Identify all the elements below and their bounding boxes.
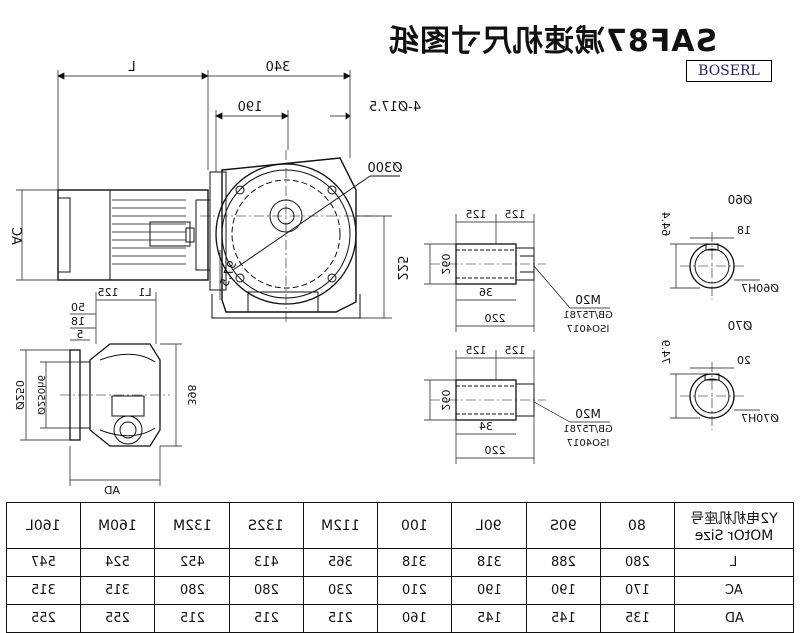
table-cell: 145 <box>525 604 601 633</box>
row-label-AC: AC <box>674 576 794 605</box>
shaft-lower-thread: M20 <box>575 407 601 421</box>
table-cell: 315 <box>80 576 156 605</box>
shaft-lower-34: 34 <box>479 420 493 433</box>
table-cell: 452 <box>154 548 230 577</box>
col-header-112M: 112M <box>302 502 379 549</box>
table-cell: 160 <box>377 604 453 633</box>
dim-190: 190 <box>238 100 263 115</box>
table-row-AD: 255 255 215 215 215 160 145 145 135 AD <box>5 604 794 633</box>
bore70-74-9: 74.9 <box>659 340 672 365</box>
main-view <box>57 150 400 325</box>
table-cell: 318 <box>377 548 453 577</box>
dim-225: 225 <box>394 256 409 281</box>
row-header-label: Y2电机机座号 MOtOr Size <box>674 502 794 549</box>
shaft-lower-std1: GB/T5781 <box>563 424 613 435</box>
shaft-upper-125b: 125 <box>505 208 526 221</box>
table-cell: 170 <box>599 576 676 605</box>
table-cell: 255 <box>5 604 82 633</box>
dim-125-side: 125 <box>98 286 119 299</box>
dim-398: 398 <box>185 385 198 406</box>
dim-5: 5 <box>77 328 84 341</box>
dim-250h6: Ø250h6 <box>35 375 47 415</box>
shaft-upper-std1: GB/T5781 <box>563 310 613 321</box>
bore60-18: 18 <box>737 224 751 237</box>
shaft-lower-220: 220 <box>485 444 506 457</box>
dim-AC: AC <box>8 227 23 245</box>
motor-size-table: 160L 160M 132M 132S 112M 100 90L 90S 80 … <box>5 502 794 633</box>
shaft-lower-std2: ISO4017 <box>567 438 610 449</box>
dim-250: Ø250 <box>13 380 26 410</box>
table-header-row: 160L 160M 132M 132S 112M 100 90L 90S 80 … <box>5 502 794 549</box>
bore60-fit: Ø60H7 <box>741 282 779 295</box>
shaft-upper-260: 260 <box>439 254 452 275</box>
shaft-lower-125a: 125 <box>466 344 487 357</box>
brand-label: BOSERL <box>686 60 772 82</box>
dim-50: 50 <box>71 301 85 314</box>
bore70-20: 20 <box>737 354 751 367</box>
col-header-160M: 160M <box>80 502 156 549</box>
table-cell: 365 <box>302 548 379 577</box>
bore60-64-4: 64.4 <box>659 212 672 237</box>
table-cell: 145 <box>451 604 527 633</box>
technical-drawing: L 340 190 4-Ø17.5 Ø300 AC 225 97.5 L1 12… <box>8 60 779 497</box>
table-cell: 210 <box>377 576 453 605</box>
table-cell: 280 <box>599 548 676 577</box>
dim-18: 18 <box>71 315 85 328</box>
shaft-lower-260: 260 <box>439 390 452 411</box>
dim-AD: AD <box>104 484 120 497</box>
table-cell: 190 <box>451 576 527 605</box>
row-label-L: L <box>674 548 794 577</box>
shaft-detail-lower <box>424 350 610 464</box>
dim-hole: 4-Ø17.5 <box>369 100 421 115</box>
table-cell: 215 <box>154 604 230 633</box>
bore70-fit: Ø70H7 <box>741 412 779 425</box>
table-cell: 547 <box>5 548 82 577</box>
main-dimension-lines <box>16 70 392 319</box>
table-row-L: 547 524 452 413 365 318 318 288 280 L <box>5 548 794 577</box>
bore-detail-60 <box>670 232 760 300</box>
shaft-upper-36: 36 <box>479 286 493 299</box>
table-cell: 318 <box>451 548 527 577</box>
table-cell: 280 <box>228 576 304 605</box>
col-header-100: 100 <box>377 502 453 549</box>
table-cell: 190 <box>525 576 601 605</box>
col-header-160L: 160L <box>5 502 82 549</box>
table-cell: 413 <box>228 548 304 577</box>
table-row-AC: 315 315 280 280 230 210 190 190 170 AC <box>5 576 794 605</box>
table-cell: 230 <box>302 576 379 605</box>
bore70-label: Ø70 <box>728 319 753 333</box>
side-view <box>20 292 182 486</box>
col-header-132S: 132S <box>228 502 304 549</box>
shaft-upper-125a: 125 <box>466 208 487 221</box>
col-header-90L: 90L <box>451 502 527 549</box>
table-cell: 288 <box>525 548 601 577</box>
dim-L: L <box>128 60 136 75</box>
col-header-132M: 132M <box>154 502 230 549</box>
dim-340: 340 <box>266 60 291 75</box>
shaft-lower-125b: 125 <box>505 344 526 357</box>
col-header-90S: 90S <box>525 502 601 549</box>
shaft-upper-std2: ISO4017 <box>567 324 610 335</box>
bore60-label: Ø60 <box>728 193 753 207</box>
row-label-AD: AD <box>674 604 794 633</box>
table-cell: 280 <box>154 576 230 605</box>
shaft-upper-thread: M20 <box>575 293 601 307</box>
shaft-detail-upper <box>424 214 610 332</box>
dim-flange-dia: Ø300 <box>367 161 402 176</box>
bore-detail-70 <box>670 362 760 430</box>
table-cell: 215 <box>228 604 304 633</box>
col-header-80: 80 <box>599 502 676 549</box>
table-cell: 215 <box>302 604 379 633</box>
shaft-upper-220: 220 <box>485 312 506 325</box>
table-cell: 524 <box>80 548 156 577</box>
table-cell: 315 <box>5 576 82 605</box>
dim-L1: L1 <box>138 286 151 299</box>
table-cell: 135 <box>599 604 676 633</box>
table-cell: 255 <box>80 604 156 633</box>
